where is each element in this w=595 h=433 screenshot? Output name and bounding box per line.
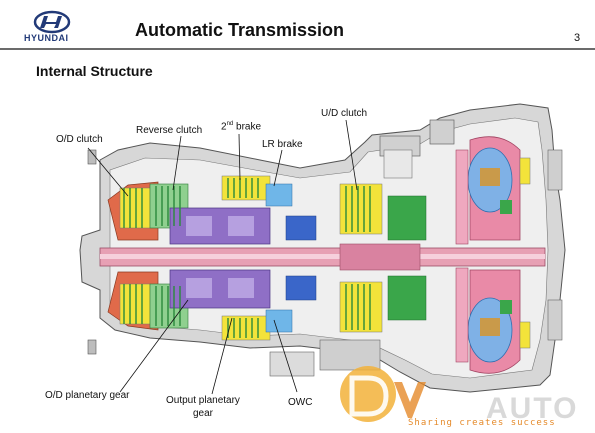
label-owc: OWC: [288, 397, 313, 408]
torque-converter: [455, 136, 531, 374]
label-od-planetary-gear: O/D planetary gear: [45, 390, 130, 401]
section-subtitle: Internal Structure: [36, 63, 153, 79]
label-reverse-clutch: Reverse clutch: [136, 125, 203, 136]
label-2nd-brake-number: 2: [221, 121, 227, 133]
header-divider: [0, 48, 595, 50]
hyundai-logo: [33, 10, 71, 34]
label-2nd-brake-suffix: nd: [226, 121, 234, 127]
callout-leaders: [87, 119, 358, 395]
od-clutch-pack: [107, 181, 159, 331]
label-output-planetary-gear-line1: Output planetary: [166, 395, 240, 406]
label-2nd-brake: 2nd brake: [221, 121, 261, 132]
label-ud-clutch: U/D clutch: [321, 108, 368, 119]
watermark-logo: [340, 366, 426, 422]
label-lr-brake: LR brake: [262, 139, 303, 150]
watermark-text: AUTO: [486, 392, 579, 425]
label-od-clutch: O/D clutch: [56, 134, 103, 145]
label-output-planetary-gear-line2: gear: [193, 408, 214, 419]
logo-wordmark: HYUNDAI: [24, 33, 69, 43]
slide-header: HYUNDAI Automatic Transmission 3: [0, 0, 595, 52]
main-shaft: [99, 243, 546, 271]
label-2nd-brake-word: brake: [236, 121, 262, 133]
ud-clutch-pack: [339, 149, 427, 333]
planetary-gear-sets: [169, 207, 271, 309]
page-title: Automatic Transmission: [135, 20, 345, 40]
clutch-plates: [123, 178, 371, 338]
output-gear-area: [269, 339, 381, 377]
page-number: 3: [574, 32, 581, 44]
watermark-tagline: Sharing creates success: [408, 418, 556, 428]
